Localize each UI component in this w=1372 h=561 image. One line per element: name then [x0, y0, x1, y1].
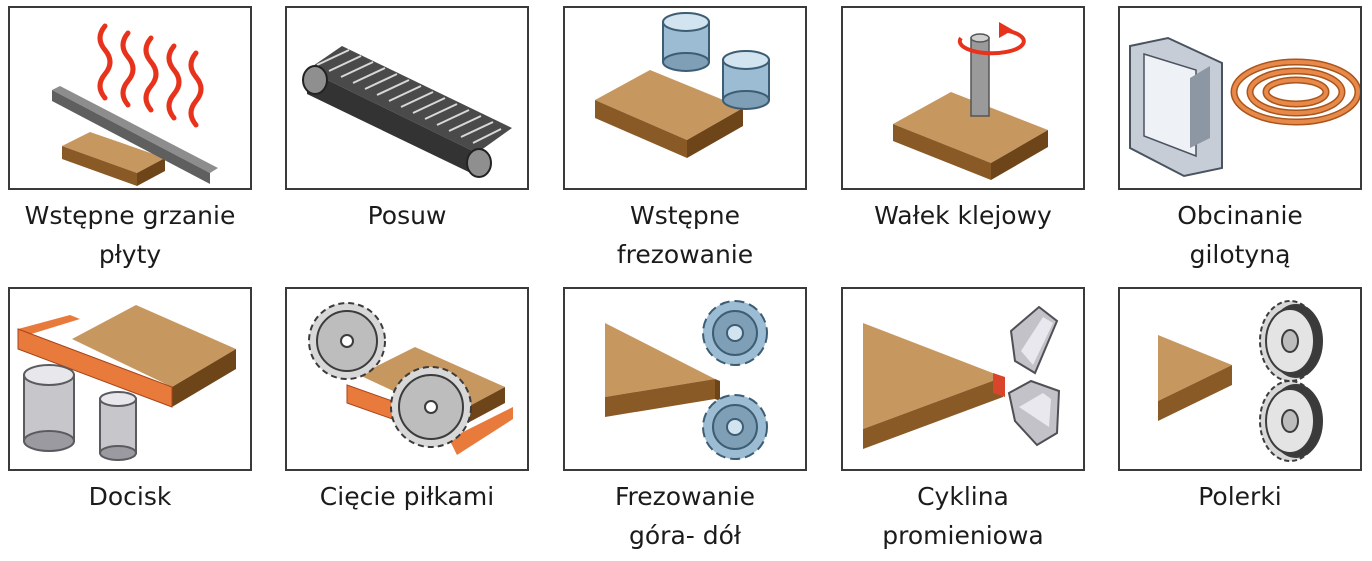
step-feed-image	[285, 6, 529, 190]
top-bottom-milling-icon	[605, 300, 768, 460]
conveyor-icon	[302, 46, 512, 178]
step-polishing-image	[1118, 287, 1362, 471]
pre-milling-cutters-icon	[595, 12, 770, 158]
step-label: Cyklina promieniowa	[882, 482, 1044, 550]
step-label: Docisk	[88, 482, 172, 511]
step-label: Wstępne grzanie płyty	[24, 201, 236, 269]
pressure-rollers-icon	[17, 305, 236, 461]
step-label: Obcinanie gilotyną	[1177, 201, 1303, 269]
polishing-discs-icon	[1158, 300, 1323, 462]
step-saw-cutting-image	[285, 287, 529, 471]
step-label: Polerki	[1198, 482, 1282, 511]
heating-icon	[52, 23, 218, 186]
step-pressing-image	[8, 287, 252, 471]
saw-blades-icon	[308, 302, 513, 455]
radius-scraper-icon	[863, 305, 1061, 449]
step-label: Posuw	[367, 201, 447, 230]
step-pre-milling-image	[563, 6, 807, 190]
step-label: Wstępne frezowanie	[616, 201, 754, 269]
glue-roller-icon	[893, 22, 1048, 180]
step-label: Cięcie piłkami	[319, 482, 495, 511]
step-preheating-image	[8, 6, 252, 190]
guillotine-icon	[1129, 36, 1360, 178]
step-glue-roller-image	[841, 6, 1085, 190]
step-guillotine-image	[1118, 6, 1362, 190]
step-top-bottom-milling-image	[563, 287, 807, 471]
step-label: Frezowanie góra- dół	[614, 482, 756, 550]
step-radius-scraper-image	[841, 287, 1085, 471]
step-label: Wałek klejowy	[874, 201, 1052, 230]
